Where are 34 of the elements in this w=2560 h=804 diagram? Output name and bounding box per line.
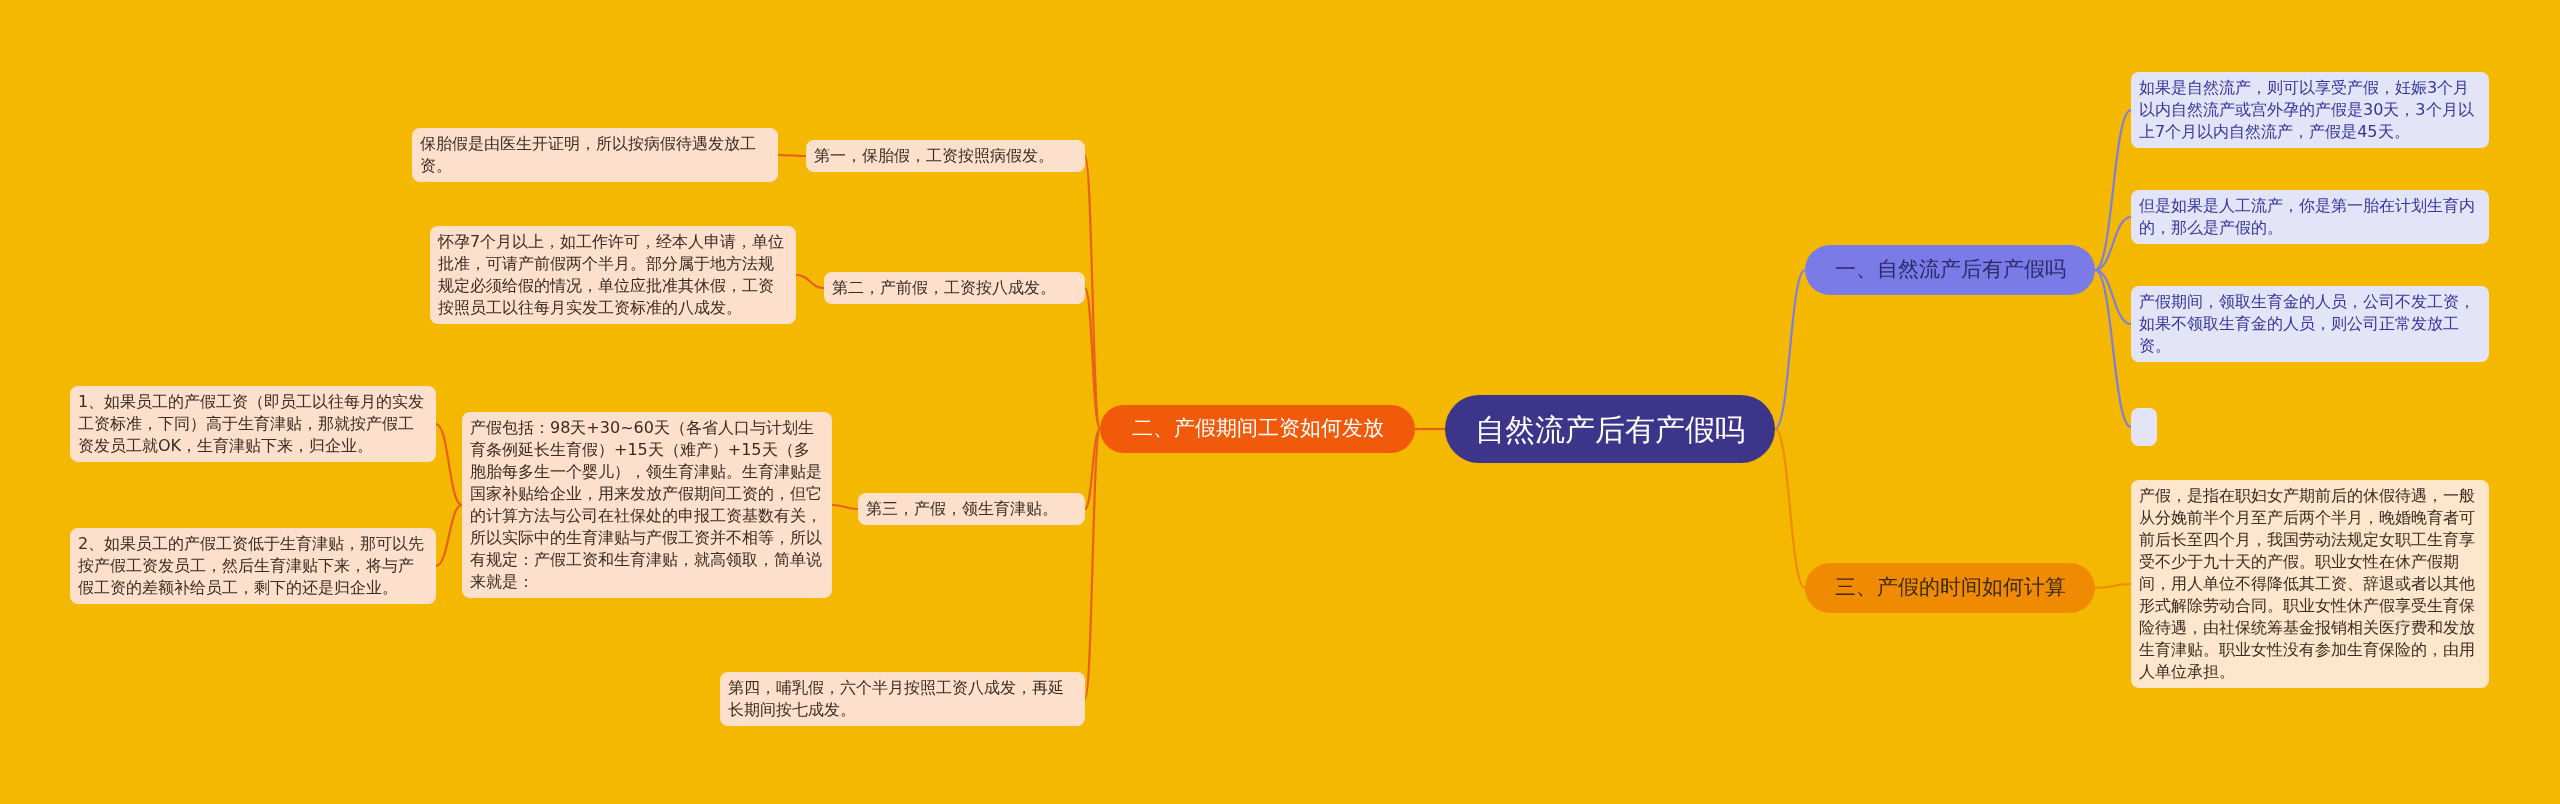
subtopic-box: 1、如果员工的产假工资（即员工以往每月的实发工资标准，下同）高于生育津贴，那就按产假工资发员工就OK，生育津贴下来，归企业。 bbox=[70, 386, 436, 462]
subtopic-box: 怀孕7个月以上，如工作许可，经本人申请，单位批准，可请产前假两个半月。部分属于地方法规规定必须给假的情况，单位应批准其休假，工资按照员工以往每月实发工资标准的八成发。 bbox=[430, 226, 796, 324]
branch-topic: 三、产假的时间如何计算 bbox=[1805, 563, 2095, 613]
empty-box bbox=[2131, 408, 2157, 446]
central-topic: 自然流产后有产假吗 bbox=[1445, 395, 1775, 463]
subtopic-box: 第四，哺乳假，六个半月按照工资八成发，再延长期间按七成发。 bbox=[720, 672, 1085, 726]
connector-line bbox=[1774, 269, 1806, 430]
subtopic-box: 2、如果员工的产假工资低于生育津贴，那可以先按产假工资发员工，然后生育津贴下来，将与产假工资的差额补给员工，剩下的还是归企业。 bbox=[70, 528, 436, 604]
connector-line bbox=[1084, 287, 1101, 430]
connector-line bbox=[2094, 268, 2132, 326]
subtopic-box: 如果是自然流产，则可以享受产假，妊娠3个月以内自然流产或宫外孕的产假是30天，3个月以上7个月以内自然流产，产假是45天。 bbox=[2131, 72, 2489, 148]
subtopic-box: 第一，保胎假，工资按照病假发。 bbox=[806, 140, 1085, 172]
connector-line bbox=[2094, 215, 2132, 272]
connector-line bbox=[778, 153, 806, 158]
subtopic-box: 产假包括：98天+30~60天（各省人口与计划生育条例延长生育假）+15天（难产）+15天（多胞胎每多生一个婴儿），领生育津贴。生育津贴是国家补贴给企业，用来发放产假期间工资的，但它的计算方法与公司在社保处的申报工资基数有关，所以实际中的生育津贴与产假工资并不相等，所以有规定：产假工资和生育津贴，就高领取，简单说来就是： bbox=[462, 412, 832, 598]
connector-line bbox=[2094, 269, 2132, 428]
connector-line bbox=[2095, 582, 2131, 590]
connector-line bbox=[831, 503, 859, 511]
subtopic-box: 但是如果是人工流产，你是第一胎在计划生育内的，那么是产假的。 bbox=[2131, 190, 2489, 244]
connector-line bbox=[2094, 109, 2132, 271]
subtopic-box: 产假期间，领取生育金的人员，公司不发工资，如果不领取生育金的人员，则公司正常发放工资。 bbox=[2131, 286, 2489, 362]
connector-line bbox=[1083, 428, 1102, 700]
connector-line bbox=[435, 503, 463, 568]
branch-topic: 二、产假期间工资如何发放 bbox=[1100, 405, 1415, 453]
connector-line bbox=[435, 423, 463, 506]
connector-line bbox=[795, 273, 825, 290]
subtopic-box: 第二，产前假，工资按八成发。 bbox=[824, 272, 1085, 304]
subtopic-box: 产假，是指在职妇女产期前后的休假待遇，一般从分娩前半个月至产后两个半月，晚婚晚育者可前后长至四个月，我国劳动法规定女职工生育享受不少于九十天的产假。职业女性在休产假期间，用人单位不得降低其工资、辞退或者以其他形式解除劳动合同。职业女性休产假享受生育保险待遇，由社保统筹基金报销相关医疗费和发放生育津贴。职业女性没有参加生育保险的，由用人单位承担。 bbox=[2131, 480, 2489, 688]
connector-line bbox=[1774, 428, 1806, 589]
subtopic-box: 第三，产假，领生育津贴。 bbox=[858, 493, 1085, 525]
connector-line bbox=[1415, 427, 1445, 431]
connector-line bbox=[1084, 428, 1101, 510]
subtopic-box: 保胎假是由医生开证明，所以按病假待遇发放工资。 bbox=[412, 128, 778, 182]
branch-topic: 一、自然流产后有产假吗 bbox=[1805, 245, 2095, 295]
